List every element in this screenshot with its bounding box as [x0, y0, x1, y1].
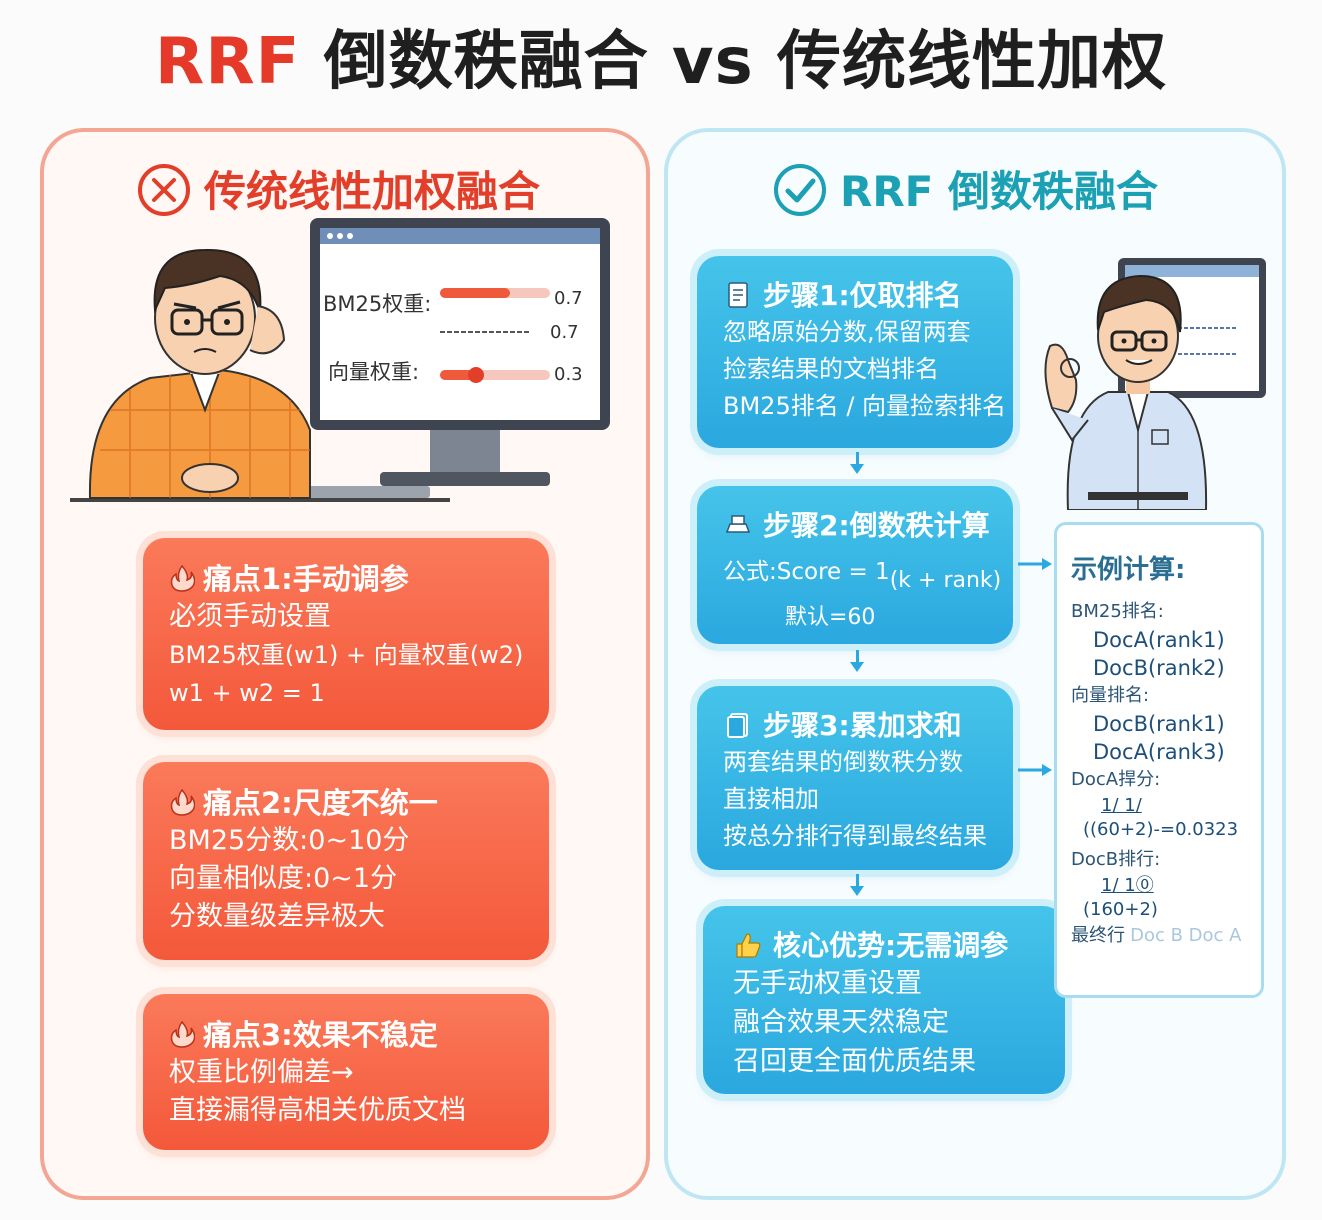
- pain-point-1-title-text: 痛点1:手动调参: [203, 562, 409, 596]
- pain-point-2-line: 分数量级差异极大: [169, 901, 385, 932]
- step-2-default: 默认=60: [785, 605, 876, 630]
- example-docb-fraction-top: 1/ 1⓪: [1101, 875, 1154, 896]
- step-2-formula-prefix: 公式:Score = 1: [723, 559, 890, 585]
- pain-point-1-line: BM25权重(w1) + 向量权重(w2): [169, 641, 524, 669]
- step-3-title: 步骤3:累加求和: [723, 704, 987, 744]
- traditional-header-text: 传统线性加权融合: [204, 167, 541, 216]
- flow-arrow-down: [850, 874, 864, 896]
- step-1-line: 忽略原始分数,保留两套: [723, 318, 971, 346]
- bm25-weight-value: 0.7: [554, 288, 583, 309]
- pain-point-3-line: 权重比例偏差→: [169, 1057, 354, 1088]
- x-circle-icon: [136, 162, 192, 228]
- frustrated-user-illustration: BM25权重: 0.7 0.7 向量权重: 0.3: [70, 210, 630, 510]
- step-card-2: 步骤2:倒数秩计算 公式:Score = 1(k + rank) 默认=60: [697, 486, 1013, 644]
- example-title: 示例计算:: [1071, 555, 1186, 585]
- traditional-header: 传统线性加权融合: [136, 158, 540, 228]
- stack-icon: [727, 713, 748, 738]
- pain-point-2-line: 向量相似度:0~1分: [169, 863, 398, 894]
- example-doca-fraction-bottom: ((60+2)-=0.0323: [1083, 819, 1239, 840]
- core-advantage-title-text: 核心优势:无需调参: [773, 929, 1009, 962]
- title-rrf: RRF: [155, 25, 301, 99]
- core-advantage-line: 融合效果天然稳定: [733, 1007, 949, 1038]
- step-1-title: 步骤1:仅取排名: [723, 274, 987, 314]
- example-vector-item: DocA(rank3): [1093, 740, 1225, 764]
- rrf-header-text: RRF 倒数秩融合: [840, 167, 1158, 216]
- core-advantage-line: 召回更全面优质结果: [733, 1046, 976, 1077]
- pain-point-2-title: 痛点2:尺度不统一: [169, 780, 523, 822]
- example-bm25-item: DocA(rank1): [1093, 628, 1225, 652]
- pain-point-3-title-text: 痛点3:效果不稳定: [203, 1018, 438, 1052]
- step-1-title-text: 步骤1:仅取排名: [763, 279, 962, 312]
- step-3-line: 按总分排行得到最终结果: [723, 822, 987, 850]
- example-bm25-label: BM25排名:: [1071, 601, 1164, 622]
- check-circle-icon: [772, 162, 828, 228]
- confident-user-drawing: [1044, 258, 1266, 511]
- step-card-3: 步骤3:累加求和 两套结果的倒数秩分数 直接相加 按总分排行得到最终结果: [697, 686, 1013, 870]
- rrf-header: RRF 倒数秩融合: [772, 158, 1158, 228]
- flow-arrow-right: [1018, 762, 1054, 782]
- page-title: RRF 倒数秩融合 vs 传统线性加权: [0, 10, 1322, 102]
- flow-arrow-down: [850, 650, 864, 672]
- step-2-formula: 公式:Score = 1(k + rank): [723, 554, 1001, 599]
- example-doca-fraction-top: 1/ 1/: [1101, 795, 1142, 816]
- pain-point-card-1: 痛点1:手动调参 必须手动设置 BM25权重(w1) + 向量权重(w2) w1…: [143, 538, 549, 730]
- document-icon: [728, 282, 748, 308]
- step-2-title: 步骤2:倒数秩计算: [723, 504, 990, 544]
- pain-point-3-title: 痛点3:效果不稳定: [169, 1012, 523, 1054]
- example-final-label: 最终行: [1071, 925, 1125, 946]
- vector-weight-value: 0.3: [554, 364, 583, 385]
- pain-point-card-2: 痛点2:尺度不统一 BM25分数:0~10分 向量相似度:0~1分 分数量级差异…: [143, 762, 549, 960]
- example-final-faded: Doc B Doc A: [1130, 925, 1242, 946]
- bm25-weight-label: BM25权重:: [323, 292, 432, 316]
- flame-icon: [170, 1020, 195, 1048]
- step-3-line: 两套结果的倒数秩分数: [723, 748, 963, 776]
- pain-point-1-title: 痛点1:手动调参: [169, 556, 523, 598]
- pain-point-2-line: BM25分数:0~10分: [169, 825, 410, 856]
- step-card-1: 步骤1:仅取排名 忽略原始分数,保留两套 捡索结果的文档排名 BM25排名 / …: [697, 256, 1013, 448]
- flame-icon: [170, 564, 195, 592]
- calculator-icon: [725, 515, 751, 533]
- example-vector-label: 向量排名:: [1071, 685, 1150, 706]
- flame-icon: [170, 788, 195, 816]
- pain-point-3-line: 直接漏得高相关优质文档: [169, 1095, 466, 1126]
- core-advantage-title: 核心优势:无需调参: [733, 924, 1039, 964]
- core-advantage-card: 核心优势:无需调参 无手动权重设置 融合效果天然稳定 召回更全面优质结果: [703, 906, 1065, 1094]
- frustrated-user-drawing: [70, 218, 610, 502]
- thumbs-up-icon: [736, 933, 761, 958]
- flow-arrow-down: [850, 452, 864, 474]
- example-bm25-item: DocB(rank2): [1093, 656, 1225, 680]
- example-doca-label: DocA捍分:: [1071, 769, 1161, 790]
- step-1-line: 捡索结果的文档排名: [723, 355, 939, 383]
- pain-point-2-title-text: 痛点2:尺度不统一: [203, 786, 438, 820]
- step-3-line: 直接相加: [723, 785, 819, 813]
- example-vector-item: DocB(rank1): [1093, 712, 1225, 736]
- step-3-title-text: 步骤3:累加求和: [763, 709, 962, 742]
- confident-user-illustration: [1028, 240, 1278, 511]
- pain-point-1-line: 必须手动设置: [169, 601, 331, 632]
- core-advantage-line: 无手动权重设置: [733, 968, 922, 999]
- step-1-line: BM25排名 / 向量捡索排名: [723, 392, 1007, 420]
- vector-weight-label: 向量权重:: [328, 360, 420, 384]
- step-2-title-text: 步骤2:倒数秩计算: [763, 509, 990, 542]
- bm25-weight-value-2: 0.7: [550, 322, 579, 343]
- title-rest: 倒数秩融合 vs 传统线性加权: [323, 25, 1167, 99]
- pain-point-1-line: w1 + w2 = 1: [169, 679, 325, 707]
- example-final-row: 最终行 Doc B Doc A: [1071, 922, 1249, 950]
- example-docb-fraction-bottom: (160+2): [1083, 899, 1158, 920]
- pain-point-card-3: 痛点3:效果不稳定 权重比例偏差→ 直接漏得高相关优质文档: [143, 994, 549, 1150]
- step-2-formula-suffix: (k + rank): [889, 568, 1002, 593]
- example-calculation-box: 示例计算: BM25排名: DocA(rank1) DocB(rank2) 向量…: [1054, 522, 1264, 998]
- flow-arrow-right: [1018, 556, 1054, 576]
- example-docb-label: DocB排行:: [1071, 849, 1161, 870]
